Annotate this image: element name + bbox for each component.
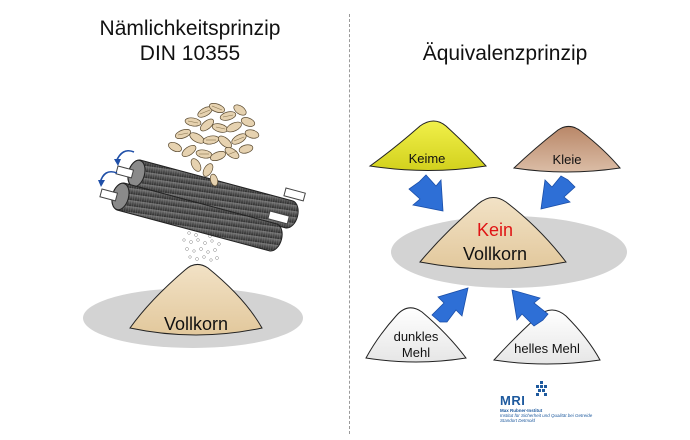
helles-label: helles Mehl (514, 341, 580, 356)
dunkles-label-line1: dunkles (394, 329, 439, 344)
arrow-kleie-icon (540, 175, 576, 210)
mri-logo-row: MRI (500, 393, 650, 408)
mri-logo: MRI Max Rubner-Institut Institut für Sic… (500, 393, 650, 424)
mri-line2: Institut für Sicherheit und Qualität bei… (500, 413, 593, 419)
mri-logo-icon (536, 381, 547, 396)
left-title: Nämlichkeitsprinzip DIN 10355 (80, 16, 300, 66)
kein-label: Kein (477, 220, 513, 240)
rotation-arrows (98, 149, 135, 187)
vollkorn-pile (129, 264, 263, 336)
center-pile (419, 197, 567, 270)
left-title-line2: DIN 10355 (139, 42, 241, 65)
arrow-keime-icon (408, 174, 444, 212)
milling-rollers (99, 159, 306, 252)
kleie-label: Kleie (553, 152, 582, 167)
kleie-pile (512, 126, 621, 173)
mri-line1: Max Rubner-Institut (500, 408, 543, 413)
back-roller (115, 159, 306, 229)
dunkles-mehl-pile (365, 307, 467, 363)
mri-acronym: MRI (500, 393, 526, 408)
front-roller (99, 182, 290, 252)
center-divider (349, 14, 350, 434)
vollkorn-label: Vollkorn (164, 314, 228, 334)
helles-mehl-pile (493, 309, 601, 365)
dunkles-label-line2: Mehl (402, 345, 430, 360)
flow-arrows (408, 174, 576, 327)
left-title-line1: Nämlichkeitsprinzip (99, 17, 281, 40)
keime-label: Keime (409, 151, 446, 166)
center-vollkorn-label: Vollkorn (463, 244, 527, 264)
arrow-dunkles-icon (431, 287, 469, 323)
mri-line3: Standort Detmold (500, 418, 536, 424)
keime-pile (368, 120, 487, 171)
grain-kernels (168, 103, 260, 187)
arrow-helles-icon (511, 289, 549, 327)
right-title: Äquivalenzprinzip (422, 42, 588, 65)
